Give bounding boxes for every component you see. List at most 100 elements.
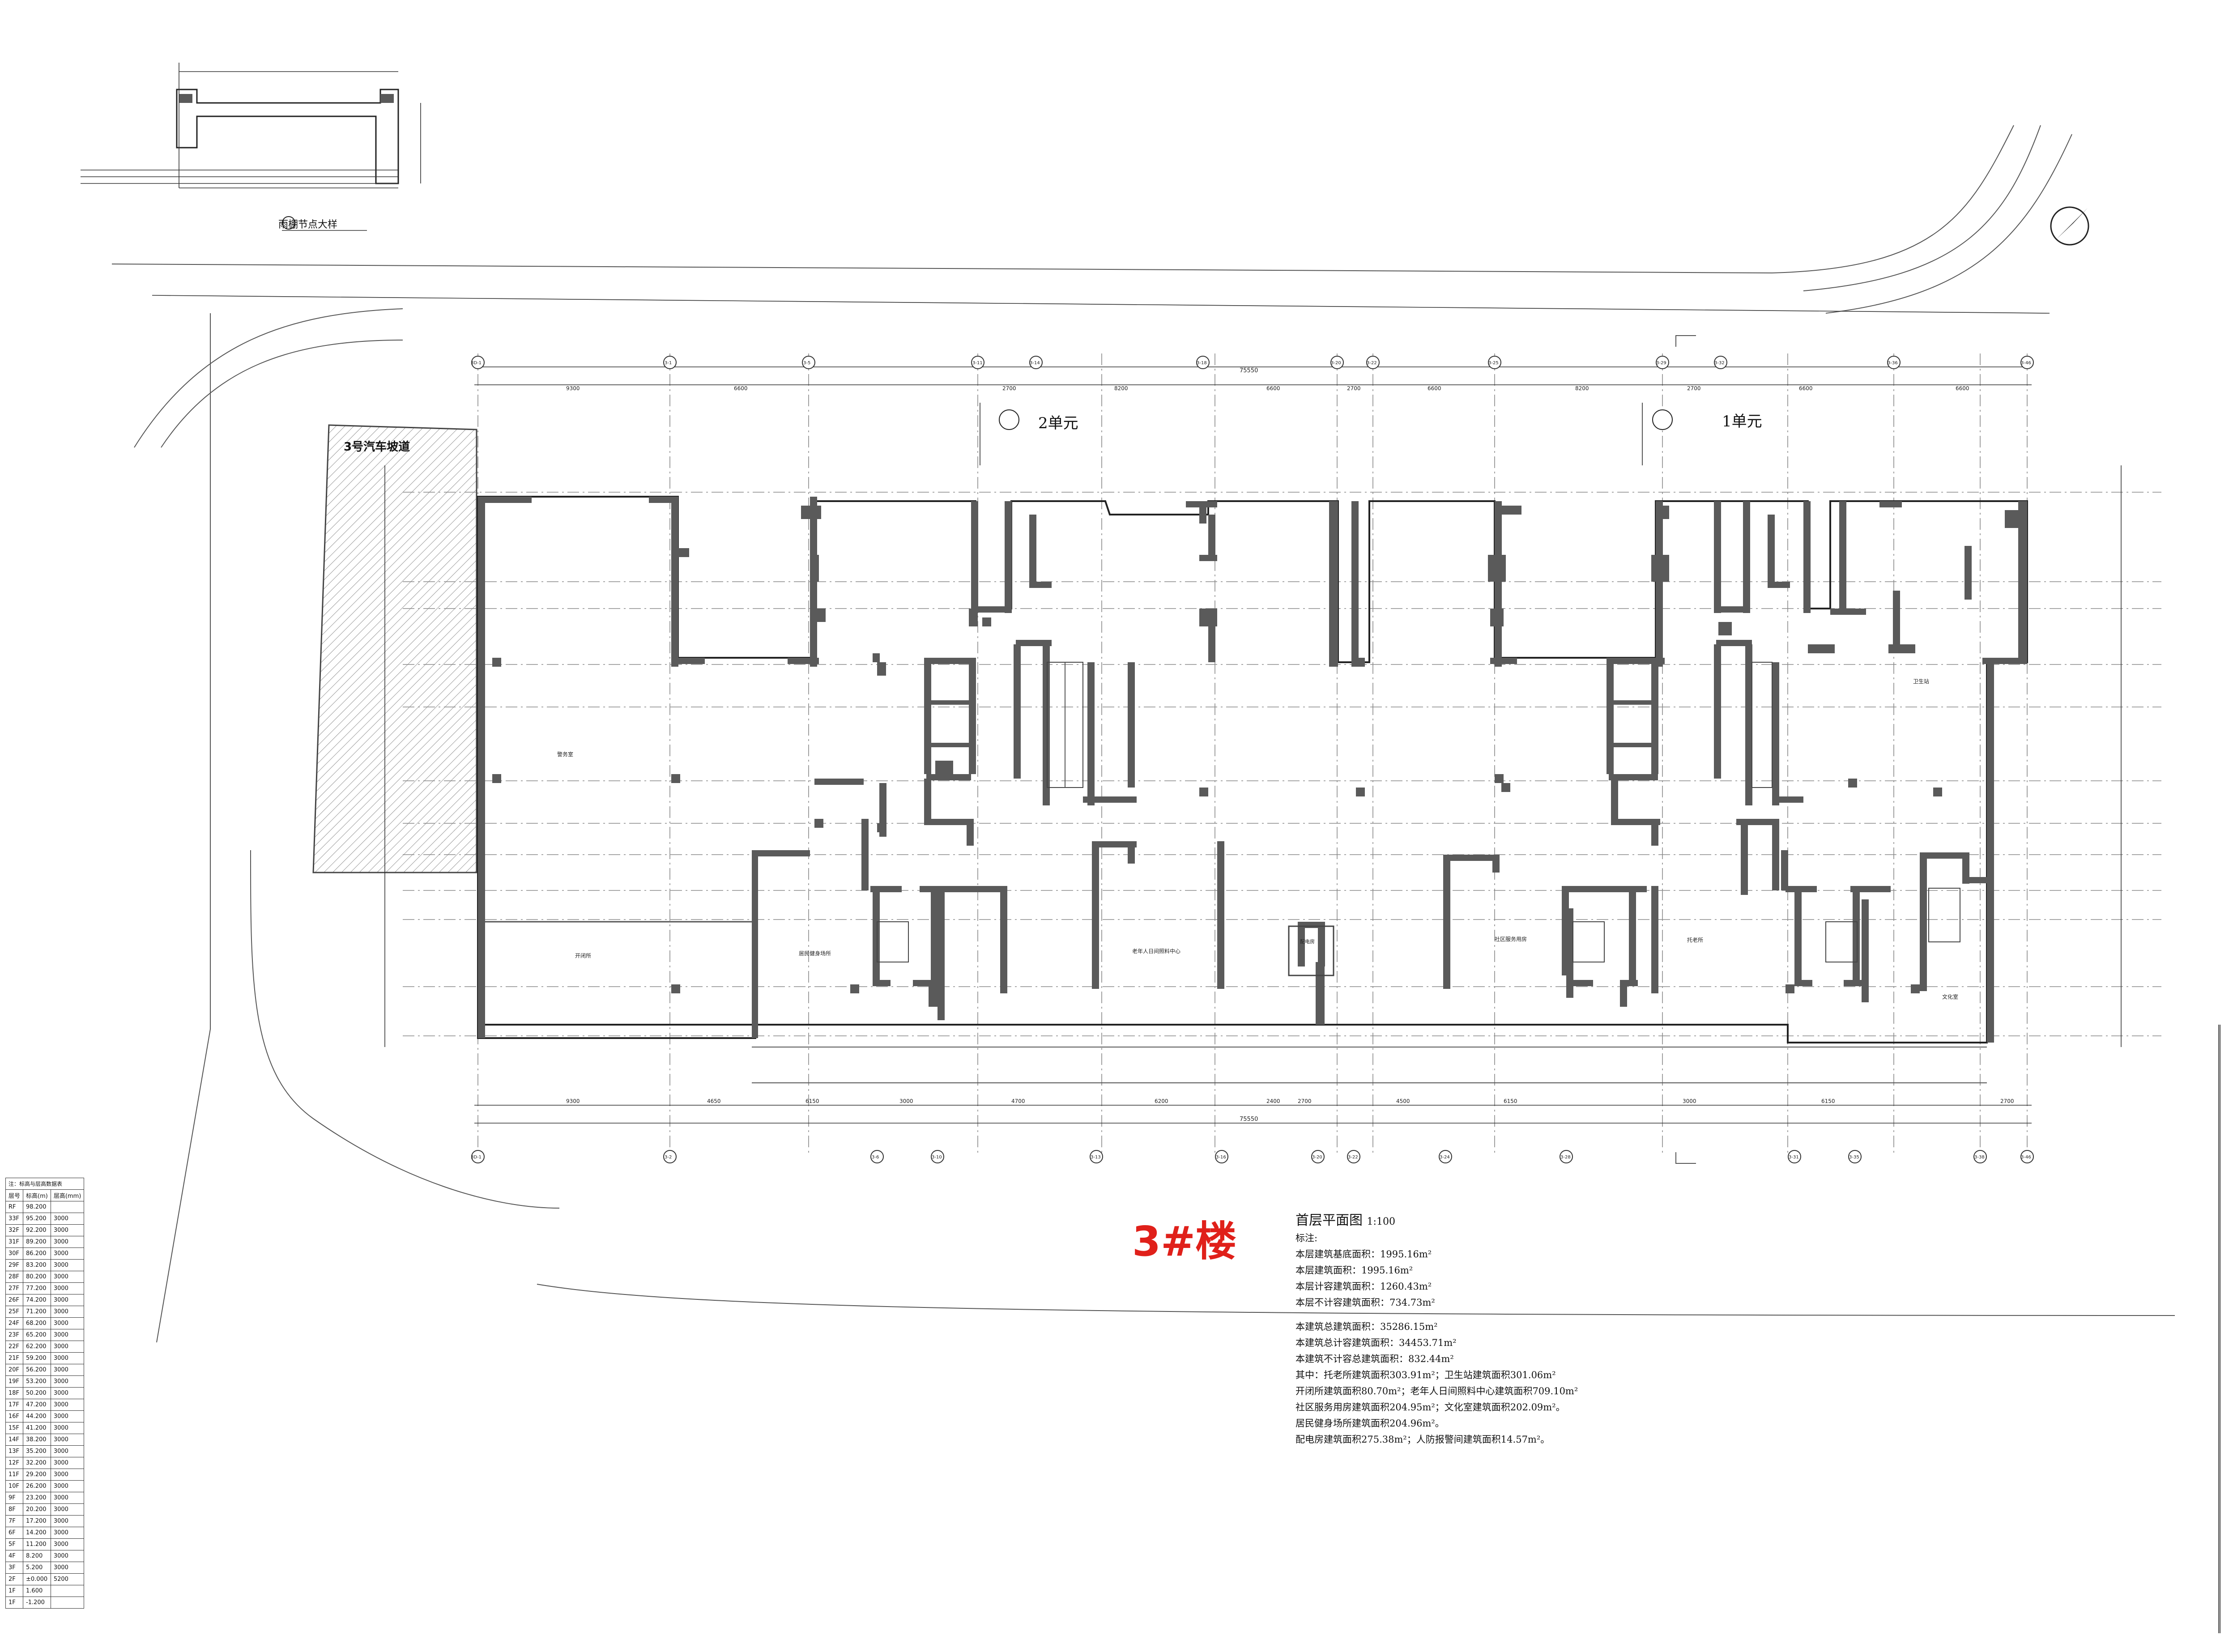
level-cell: 3000 bbox=[50, 1538, 85, 1550]
plan-title: 首层平面图 1:100 bbox=[1295, 1213, 1743, 1230]
detail-caption: 雨棚节点大样 bbox=[278, 219, 338, 230]
canopy-detail bbox=[81, 63, 421, 231]
level-cell: 3F bbox=[5, 1562, 24, 1574]
level-cell bbox=[50, 1201, 85, 1213]
grid-axes bbox=[403, 353, 2161, 1154]
level-cell: 17.200 bbox=[23, 1515, 51, 1527]
room-label: 文化室 bbox=[1942, 993, 1958, 1000]
level-cell: 3000 bbox=[50, 1236, 85, 1248]
level-cell: -1.200 bbox=[23, 1597, 51, 1609]
grid-label: 3D-1 bbox=[471, 361, 482, 366]
dim-text: 2700 bbox=[2000, 1098, 2014, 1104]
total-line: 本建筑不计容总建筑面积：832.44m² bbox=[1295, 1354, 1454, 1364]
level-cell: 1F bbox=[5, 1597, 24, 1609]
detail-line: 居民健身场所建筑面积204.96m²。 bbox=[1295, 1418, 1445, 1429]
ramp-label: 3号汽车坡道 bbox=[344, 440, 410, 454]
level-cell: 3000 bbox=[50, 1375, 85, 1388]
building-outline bbox=[477, 496, 2028, 1083]
level-cell: 10F bbox=[5, 1480, 24, 1492]
grid-label: 3-25 bbox=[1488, 361, 1499, 366]
dim-text: 8200 bbox=[1114, 385, 1128, 392]
level-cell: 12F bbox=[5, 1457, 24, 1469]
level-cell: 18F bbox=[5, 1387, 24, 1399]
stairs bbox=[877, 662, 1960, 976]
level-cell: 35.200 bbox=[23, 1445, 51, 1457]
level-cell: 3000 bbox=[50, 1550, 85, 1562]
total-line: 本建筑总计容建筑面积：34453.71m² bbox=[1295, 1337, 1457, 1348]
grid-label: 3-1 bbox=[665, 361, 672, 366]
level-cell: 89.200 bbox=[23, 1236, 51, 1248]
grid-label: 3-22 bbox=[1348, 1155, 1358, 1160]
grid-label: 3-35 bbox=[1849, 1155, 1859, 1160]
room-label: 开闭所 bbox=[575, 953, 591, 959]
level-cell: 3000 bbox=[50, 1503, 85, 1516]
level-cell: 3000 bbox=[50, 1282, 85, 1294]
dim-text: 9300 bbox=[566, 1098, 580, 1104]
north-arrow-icon bbox=[2050, 206, 2089, 246]
level-cell: 3000 bbox=[50, 1480, 85, 1492]
grid-label: 3-20 bbox=[1331, 361, 1341, 366]
detail-line: 其中：托老所建筑面积303.91m²；卫生站建筑面积301.06m² bbox=[1295, 1370, 1556, 1380]
unit-2-label: 2单元 bbox=[1038, 414, 1078, 432]
level-cell: 27F bbox=[5, 1282, 24, 1294]
level-cell: 1.600 bbox=[23, 1585, 51, 1597]
overall-dimension: 75550 bbox=[1240, 367, 1258, 374]
level-row: 1F-1.200 bbox=[5, 1597, 85, 1609]
dim-text: 6150 bbox=[1821, 1098, 1835, 1104]
level-cell: 83.200 bbox=[23, 1259, 51, 1271]
level-cell: RF bbox=[5, 1201, 24, 1213]
room-label: 老年人日间照料中心 bbox=[1132, 948, 1180, 954]
level-cell: 26.200 bbox=[23, 1480, 51, 1492]
room-labels: 警务室 开闭所 居民健身场所 老年人日间照料中心 社区服务用房 托老所 卫生站 … bbox=[557, 678, 1958, 1000]
level-cell: 3000 bbox=[50, 1410, 85, 1422]
level-cell: 80.200 bbox=[23, 1271, 51, 1283]
grid-labels-bottom: 3D-1 3-2 3-6 3-10 3-13 3-16 3-20 3-22 3-… bbox=[471, 1155, 2031, 1160]
dim-text: 2400 bbox=[1266, 1098, 1280, 1104]
grid-label: 3-22 bbox=[1367, 361, 1377, 366]
unit-1-label: 1单元 bbox=[1722, 413, 1762, 430]
dim-text: 3000 bbox=[1683, 1098, 1696, 1104]
room-label: 托老所 bbox=[1687, 937, 1703, 943]
level-cell: 3000 bbox=[50, 1294, 85, 1306]
notes-heading: 标注: bbox=[1295, 1233, 1318, 1243]
level-cell: 3000 bbox=[50, 1434, 85, 1446]
level-cell: 56.200 bbox=[23, 1364, 51, 1376]
room-label: 社区服务用房 bbox=[1495, 936, 1527, 942]
level-cell: 3000 bbox=[50, 1306, 85, 1318]
level-cell: 28F bbox=[5, 1271, 24, 1283]
level-cell: 14F bbox=[5, 1434, 24, 1446]
level-cell: 59.200 bbox=[23, 1352, 51, 1364]
level-cell: 2F bbox=[5, 1573, 24, 1585]
level-cell: 68.200 bbox=[23, 1317, 51, 1329]
level-cell: 3000 bbox=[50, 1364, 85, 1376]
level-header: 标高(m) bbox=[23, 1189, 51, 1201]
grid-label: 3-14 bbox=[1030, 361, 1040, 366]
grid-label: 3-11 bbox=[972, 361, 983, 366]
note-line: 本层不计容建筑面积：734.73m² bbox=[1295, 1297, 1435, 1308]
dim-text: 6150 bbox=[805, 1098, 819, 1104]
total-line: 本建筑总建筑面积：35286.15m² bbox=[1295, 1321, 1438, 1332]
level-cell: 3000 bbox=[50, 1399, 85, 1411]
grid-bubbles-bottom bbox=[471, 1150, 2034, 1163]
level-cell: 14.200 bbox=[23, 1527, 51, 1539]
grid-label: 3-18 bbox=[1197, 361, 1207, 366]
dim-text: 4500 bbox=[1396, 1098, 1410, 1104]
level-cell: 6F bbox=[5, 1527, 24, 1539]
dim-text: 6600 bbox=[1266, 385, 1280, 392]
